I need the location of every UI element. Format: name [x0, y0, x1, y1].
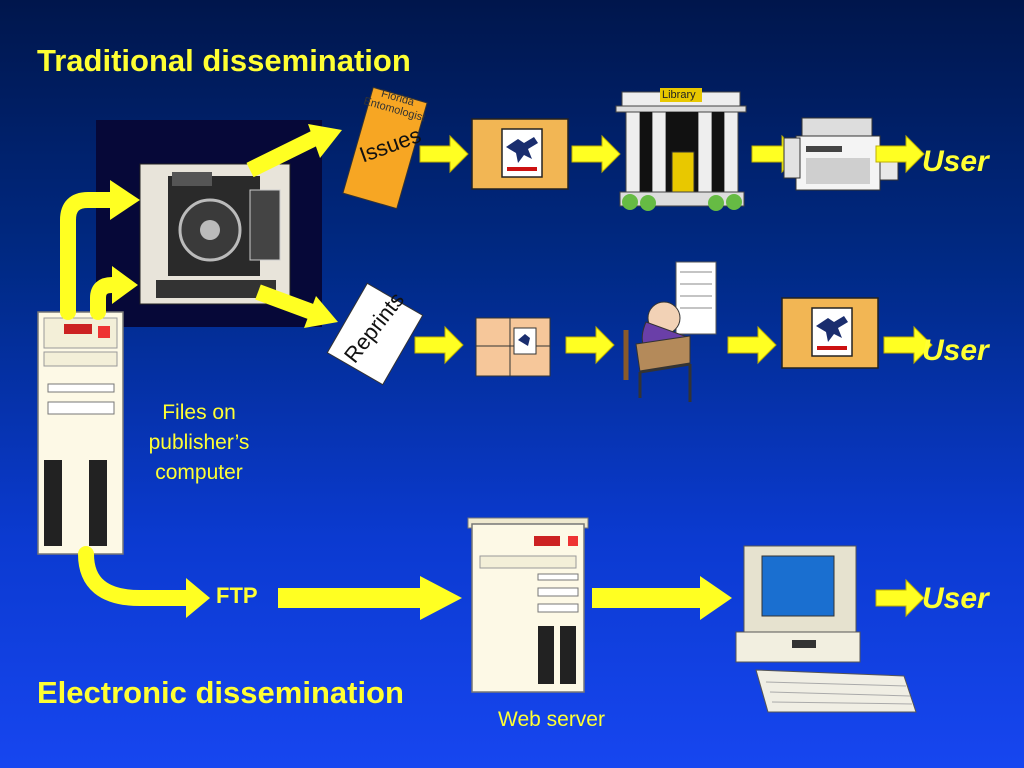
files-caption: Files on publisher’s computer	[138, 398, 260, 488]
flow-arrowheads	[110, 124, 342, 618]
postal-mail-2	[781, 297, 879, 369]
server-to-pc-arrow	[592, 576, 732, 620]
issues-journal	[342, 86, 428, 210]
web-server-label: Web server	[498, 708, 605, 731]
publisher-computer	[37, 311, 124, 555]
box-to-reader-arrow	[565, 326, 615, 364]
post-to-library-arrow	[571, 135, 621, 173]
title-traditional: Traditional dissemination	[37, 43, 411, 78]
library-sign-label: Library	[662, 89, 696, 101]
web-server	[467, 517, 589, 693]
reader-at-desk	[623, 261, 717, 402]
title-electronic: Electronic dissemination	[37, 675, 404, 710]
files-caption-line-1: Files on	[162, 401, 236, 424]
ftp-label: FTP	[216, 583, 258, 608]
desktop-pc	[735, 545, 917, 713]
user-label-traditional-reprints: User	[922, 334, 989, 367]
user-label-traditional-issues: User	[922, 145, 989, 178]
issues-to-post-arrow	[419, 135, 469, 173]
files-caption-line-2: publisher’s	[148, 431, 250, 454]
files-caption-line-3: computer	[155, 461, 243, 484]
photocopier	[783, 117, 899, 191]
mail-package	[475, 317, 551, 377]
reader-to-post-arrow	[727, 326, 777, 364]
pc-to-user-arrow	[875, 579, 925, 617]
user-label-electronic: User	[922, 582, 989, 615]
postal-mail-1	[471, 118, 569, 190]
flow-arrows	[60, 192, 198, 606]
reprints-to-box-arrow	[414, 326, 464, 364]
reprints-card	[326, 282, 424, 386]
ftp-to-server-arrow	[278, 576, 462, 620]
library-building	[615, 88, 747, 211]
